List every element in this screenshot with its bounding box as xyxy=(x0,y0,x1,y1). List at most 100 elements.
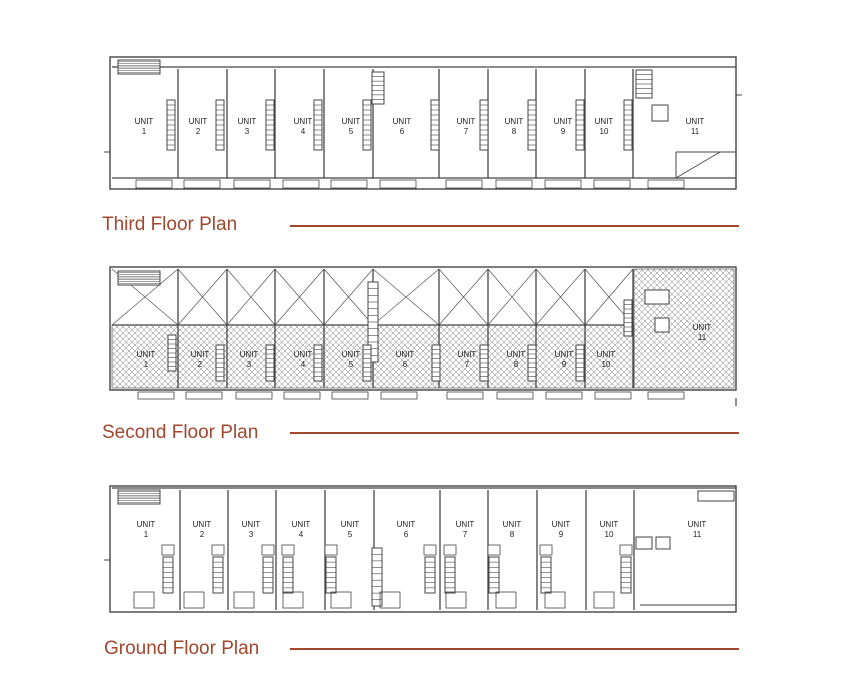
elevator-box xyxy=(261,544,275,556)
unit-label-number: 2 xyxy=(198,360,203,369)
balcony xyxy=(544,179,582,189)
elevator-box xyxy=(281,544,295,556)
unit-label-word: UNIT xyxy=(597,350,616,359)
unit-label-number: 5 xyxy=(348,530,353,539)
unit-label-word: UNIT xyxy=(135,117,154,126)
building-outline xyxy=(109,266,737,391)
stair-icon xyxy=(212,556,224,594)
balcony xyxy=(331,391,369,400)
balcony xyxy=(330,179,368,189)
unit-label-word: UNIT xyxy=(294,117,313,126)
unit-label-word: UNIT xyxy=(393,117,412,126)
unit-label-number: 6 xyxy=(403,360,408,369)
elevator-box xyxy=(324,544,338,556)
unit-label-number: 8 xyxy=(510,530,515,539)
unit-label-number: 2 xyxy=(200,530,205,539)
open-to-below-x xyxy=(177,268,228,326)
unit-label-word: UNIT xyxy=(686,117,705,126)
third-floor-rule xyxy=(290,225,739,227)
balcony xyxy=(380,391,418,400)
garage-door xyxy=(495,591,517,609)
second-floor-drawing: UNIT1UNIT2UNIT3UNIT4UNIT5UNIT6UNIT7UNIT8… xyxy=(109,266,737,406)
unit-label-number: 7 xyxy=(465,360,470,369)
third-floor-title: Third Floor Plan xyxy=(102,214,238,235)
unit-label-number: 11 xyxy=(698,333,707,342)
equipment-box xyxy=(635,536,653,550)
unit-label-number: 10 xyxy=(602,360,611,369)
balcony xyxy=(283,391,321,400)
unit-label-word: UNIT xyxy=(341,520,360,529)
stair-icon xyxy=(371,547,383,607)
open-to-below-x xyxy=(226,268,276,326)
unit-label-word: UNIT xyxy=(457,117,476,126)
stair-icon xyxy=(620,556,632,594)
unit-label-word: UNIT xyxy=(600,520,619,529)
garage-door xyxy=(133,591,155,609)
unit-label-word: UNIT xyxy=(342,350,361,359)
balcony xyxy=(183,179,221,189)
garage-door xyxy=(233,591,255,609)
unit-label-word: UNIT xyxy=(505,117,524,126)
unit-label-number: 3 xyxy=(247,360,252,369)
stair-icon xyxy=(540,556,552,594)
building-outline xyxy=(109,485,737,613)
unit-label-number: 4 xyxy=(301,360,306,369)
unit-label-number: 8 xyxy=(512,127,517,136)
elevator-box xyxy=(619,544,633,556)
unit-label-word: UNIT xyxy=(191,350,210,359)
unit-label-number: 8 xyxy=(514,360,519,369)
garage-door xyxy=(445,591,467,609)
unit-label-word: UNIT xyxy=(193,520,212,529)
balcony xyxy=(282,179,320,189)
garage-door xyxy=(593,591,615,609)
unit-label-word: UNIT xyxy=(503,520,522,529)
open-to-below-x xyxy=(274,268,325,326)
balcony xyxy=(594,391,632,400)
open-to-below-x xyxy=(487,268,537,326)
unit-label-number: 3 xyxy=(245,127,250,136)
balcony xyxy=(137,391,175,400)
unit-label-number: 11 xyxy=(693,530,702,539)
balcony xyxy=(647,391,685,400)
unit-label-word: UNIT xyxy=(137,520,156,529)
garage-door xyxy=(544,591,566,609)
unit-label-number: 1 xyxy=(142,127,147,136)
ground-floor-rule xyxy=(290,648,739,650)
equipment-box xyxy=(644,289,670,305)
unit-label-number: 1 xyxy=(144,360,149,369)
unit-label-word: UNIT xyxy=(688,520,707,529)
open-to-below-x xyxy=(372,268,440,326)
unit-label-word: UNIT xyxy=(595,117,614,126)
unit-label-word: UNIT xyxy=(292,520,311,529)
balcony xyxy=(495,179,533,189)
unit-label-word: UNIT xyxy=(189,117,208,126)
open-to-below-x xyxy=(323,268,374,326)
balcony xyxy=(647,179,685,189)
balcony xyxy=(233,179,271,189)
unit-label-number: 6 xyxy=(400,127,405,136)
unit-label-number: 4 xyxy=(299,530,304,539)
stair-icon xyxy=(444,556,456,594)
garage-door xyxy=(379,591,401,609)
unit-label-word: UNIT xyxy=(240,350,259,359)
balcony xyxy=(496,391,534,400)
stair-icon xyxy=(262,556,274,594)
unit-label-word: UNIT xyxy=(458,350,477,359)
balcony xyxy=(185,391,223,400)
balcony xyxy=(545,391,583,400)
elevator-box xyxy=(654,317,670,333)
balcony xyxy=(445,179,483,189)
open-to-below-x xyxy=(584,268,634,326)
wall-line xyxy=(675,151,721,179)
unit-label-number: 7 xyxy=(463,530,468,539)
unit-label-word: UNIT xyxy=(397,520,416,529)
unit-label-number: 9 xyxy=(562,360,567,369)
unit-label-number: 9 xyxy=(561,127,566,136)
stair-icon xyxy=(282,556,294,594)
unit-label-number: 4 xyxy=(301,127,306,136)
unit-label-word: UNIT xyxy=(342,117,361,126)
elevator-box xyxy=(651,104,669,122)
